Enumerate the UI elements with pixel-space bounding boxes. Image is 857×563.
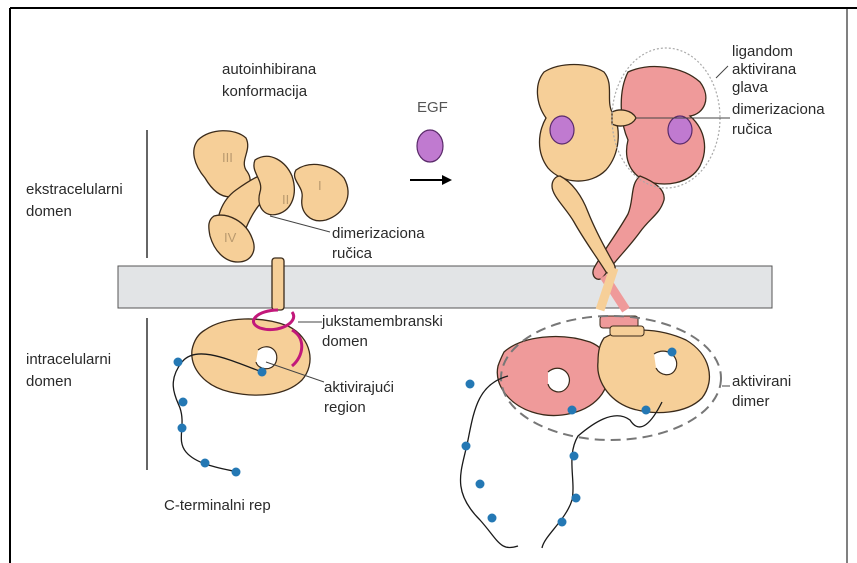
phosphosite [466, 380, 475, 389]
egf-bound-right-icon [668, 116, 692, 144]
pink-head [621, 67, 706, 184]
dimerization-arm-right-label: dimerizaciona ručica [732, 101, 829, 138]
c-terminal-tail-label: C-terminalni rep [164, 497, 271, 514]
phosphosite [179, 398, 188, 407]
phosphosite [572, 494, 581, 503]
phosphosite [201, 459, 210, 468]
autoinhibited-label: autoinhibirana konformacija [222, 61, 320, 100]
extracellular-label: ekstracelularni domen [26, 181, 127, 220]
phosphosite [642, 406, 651, 415]
phosphosite [668, 348, 677, 357]
domain-numeral-III: III [222, 150, 233, 165]
phosphosite [570, 452, 579, 461]
activated-dimer-label: aktivirani dimer [732, 373, 795, 410]
tan-stalk [552, 176, 615, 274]
ligand-head-label: ligandom aktivirana glava [732, 43, 800, 96]
juxtamembrane-label: jukstamembranski domen [321, 313, 447, 350]
tan-head [537, 65, 618, 182]
domain-numeral-II: II [282, 192, 289, 207]
phosphosite [232, 468, 241, 477]
domain-numeral-IV: IV [224, 230, 237, 245]
phosphosite [174, 358, 183, 367]
intracellular-label: intracelularni domen [26, 351, 115, 390]
phosphosite [558, 518, 567, 527]
egf-bound-left-icon [550, 116, 574, 144]
phosphosite [178, 424, 187, 433]
kinase-domain-tan [598, 330, 710, 413]
c-terminal-tail-tan [542, 402, 662, 548]
egf-label: EGF [417, 99, 448, 116]
domain-numeral-I: I [318, 178, 322, 193]
arrow-head-icon [442, 175, 452, 185]
phosphosite [476, 480, 485, 489]
phosphosite [488, 514, 497, 523]
dimerization-arm-left-label: dimerizaciona ručica [332, 225, 429, 262]
phosphosite [568, 406, 577, 415]
activation-loop-left [256, 347, 277, 369]
cell-membrane [118, 266, 772, 308]
egf-ligand-icon [417, 130, 443, 162]
transmembrane-helix-left [272, 258, 284, 310]
activation-loop-pink [548, 368, 569, 392]
phosphosite [258, 368, 267, 377]
activating-region-label: aktivirajući region [324, 379, 398, 416]
leader-ligand-head [716, 66, 728, 78]
phosphosite [462, 442, 471, 451]
juxtamembrane-tan [610, 326, 644, 336]
